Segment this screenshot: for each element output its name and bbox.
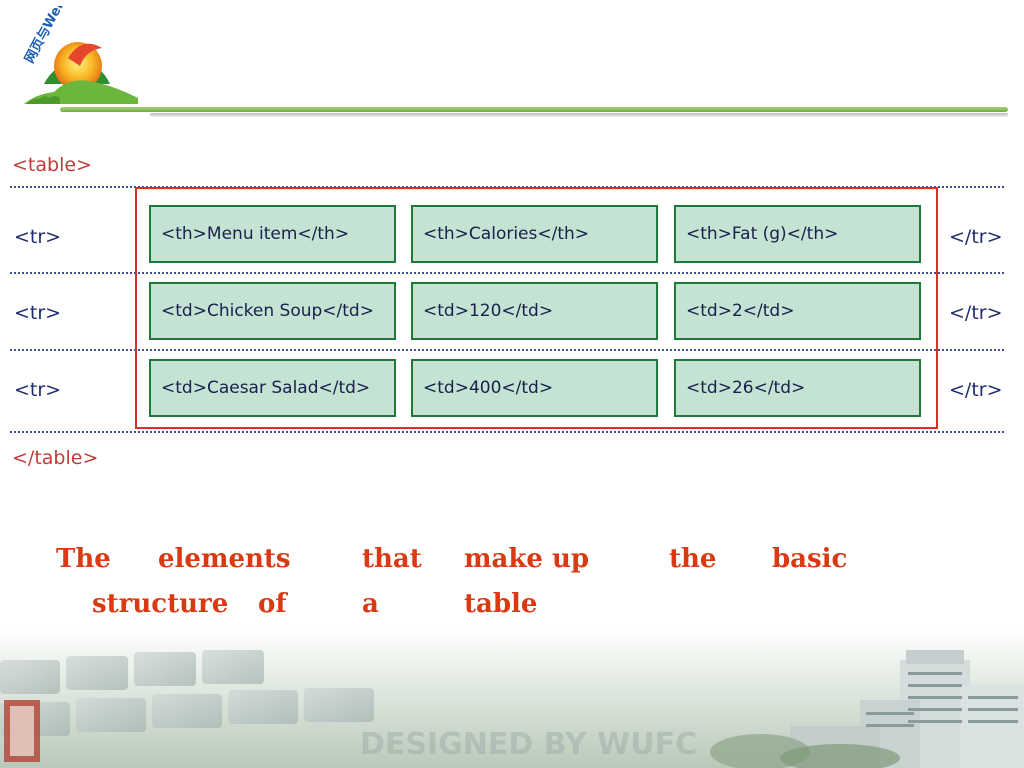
data-cell: <td>120</td>	[411, 282, 658, 340]
logo: 网页与Web程序设计	[21, 6, 138, 104]
watermark-text: DESIGNED BY WUFC	[360, 727, 697, 762]
row-open-tag: <tr>	[14, 226, 62, 248]
caption-word: structure	[92, 589, 229, 619]
table-open-tag: <table>	[12, 154, 92, 176]
data-cell: <td>2</td>	[674, 282, 921, 340]
header-divider-shadow	[150, 113, 1008, 117]
separator-row2	[10, 349, 1004, 351]
data-cell: <td>400</td>	[411, 359, 658, 417]
row-open-tag: <tr>	[14, 379, 62, 401]
caption-word: table	[464, 589, 538, 619]
caption-word: the	[669, 544, 717, 574]
header-cell-menu-item: <th>Menu item</th>	[149, 205, 396, 263]
header-divider	[60, 107, 1008, 112]
row-open-tag: <tr>	[14, 302, 62, 324]
separator-row1	[10, 272, 1004, 274]
table-close-tag: </table>	[12, 447, 99, 469]
data-cell: <td>Caesar Salad</td>	[149, 359, 396, 417]
header-cell-fat: <th>Fat (g)</th>	[674, 205, 921, 263]
separator-bottom	[10, 431, 1004, 433]
row-close-tag: </tr>	[949, 302, 1003, 324]
row-close-tag: </tr>	[949, 226, 1003, 248]
table-frame	[135, 187, 938, 429]
footer-banner: DESIGNED BY WUFC	[0, 630, 1024, 768]
caption-word: The	[56, 544, 111, 574]
campus-buildings-graphic	[710, 650, 1024, 768]
caption-word: of	[258, 589, 287, 619]
data-cell: <td>26</td>	[674, 359, 921, 417]
keyboard-graphic	[0, 650, 374, 736]
caption-word: make up	[464, 544, 590, 574]
caption-word: a	[362, 589, 379, 619]
caption-word: elements	[158, 544, 291, 574]
caption-word: that	[362, 544, 422, 574]
header-cell-calories: <th>Calories</th>	[411, 205, 658, 263]
data-cell: <td>Chicken Soup</td>	[149, 282, 396, 340]
caption-word: basic	[772, 544, 848, 574]
row-close-tag: </tr>	[949, 379, 1003, 401]
